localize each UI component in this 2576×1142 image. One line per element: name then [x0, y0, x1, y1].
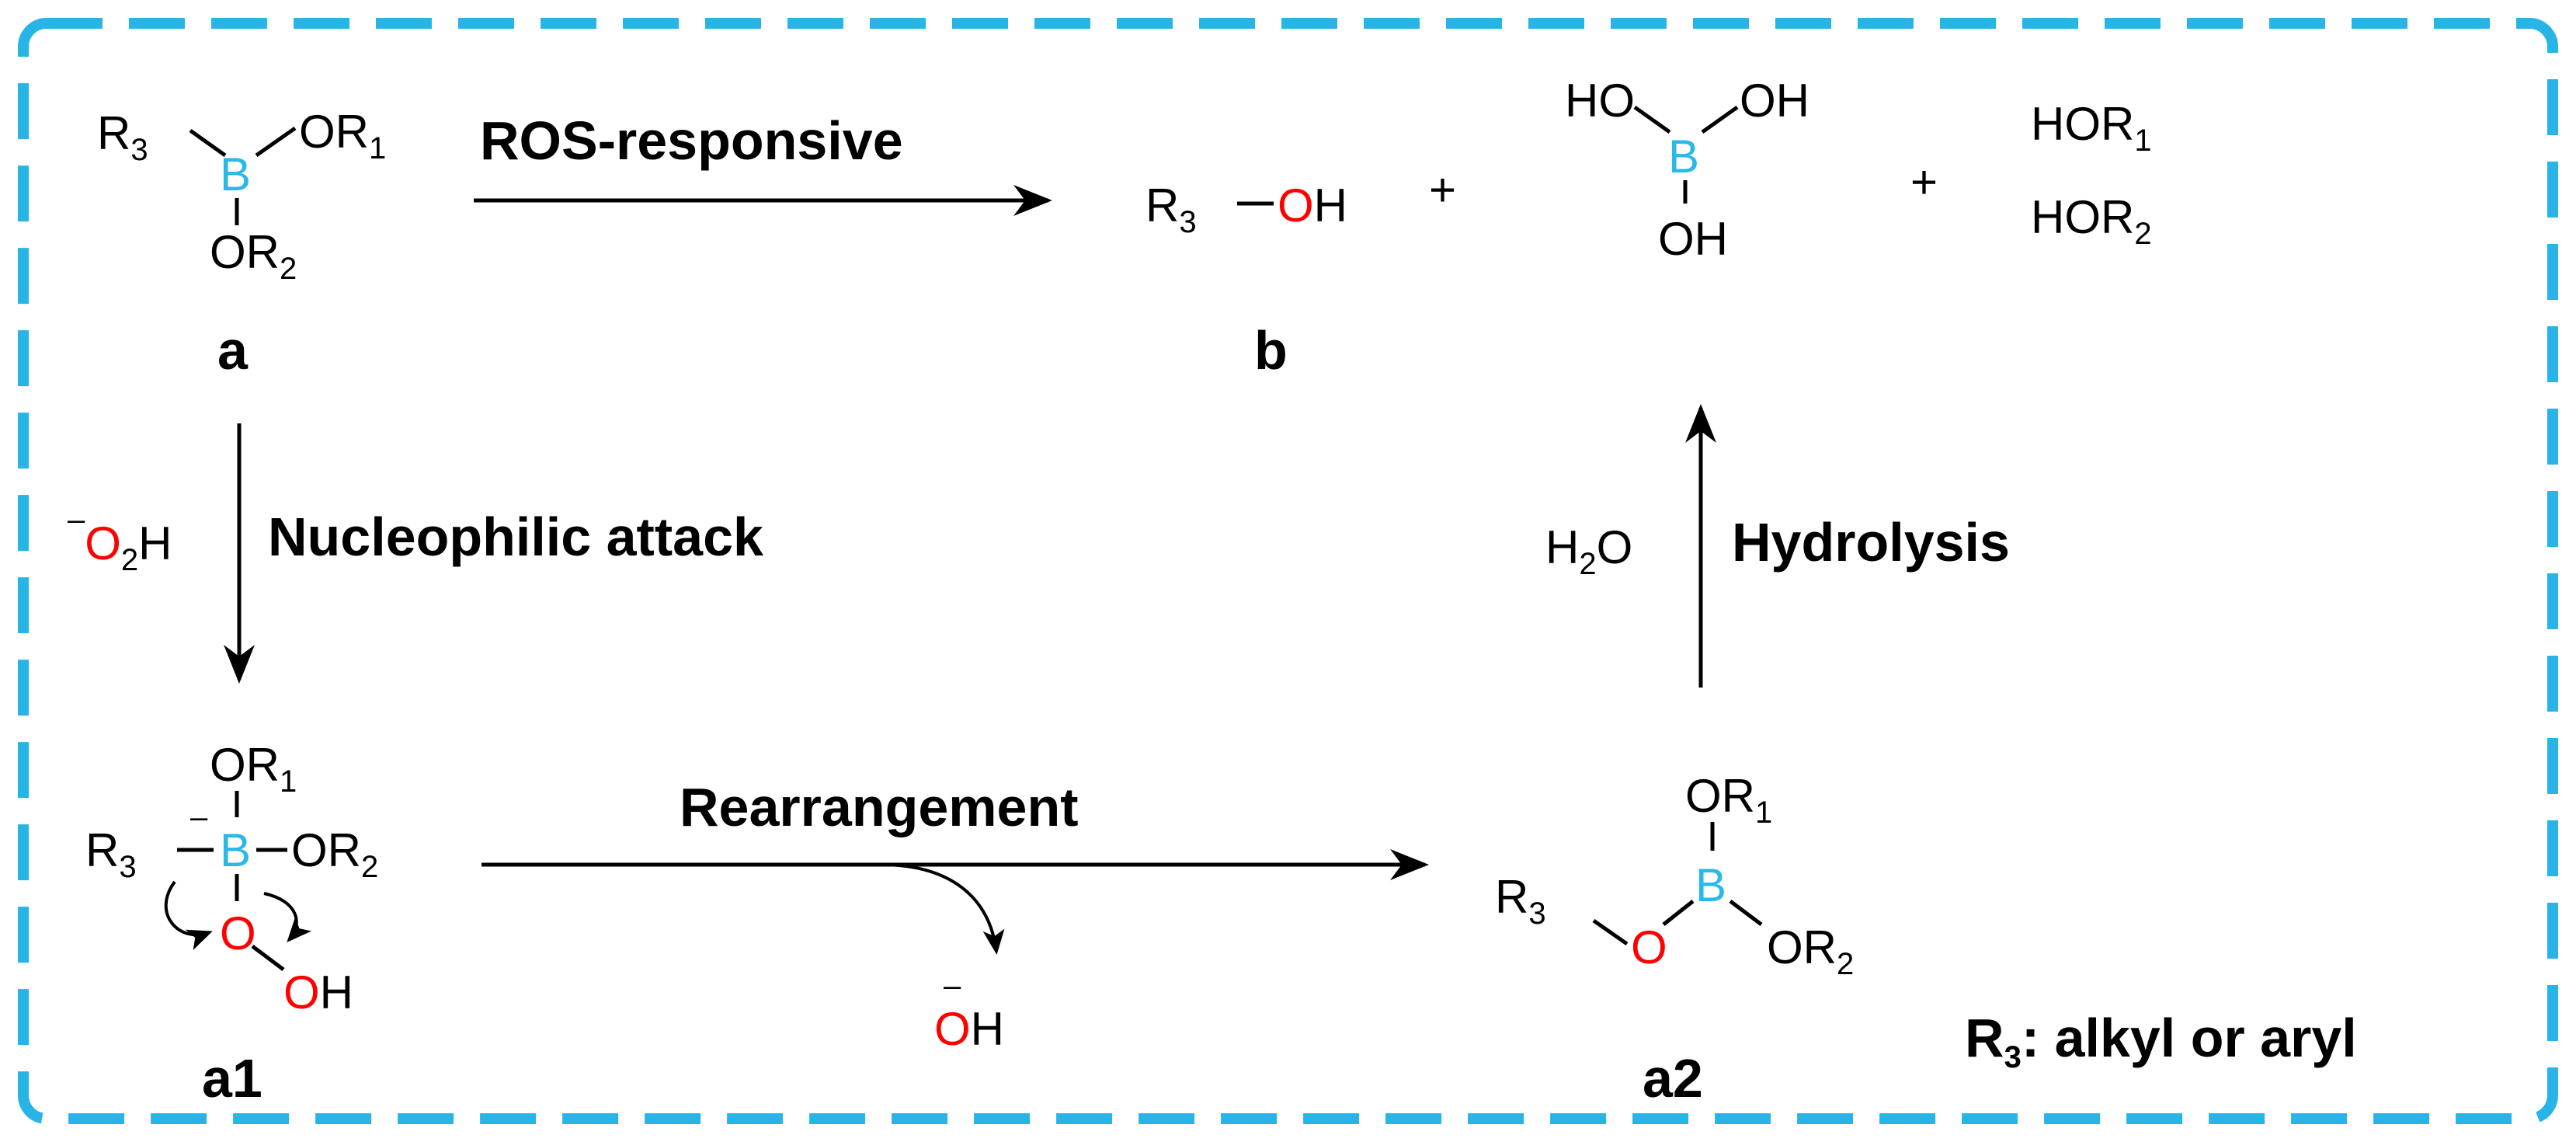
svg-text:R3: R3: [97, 107, 148, 167]
svg-text:O: O: [1631, 921, 1667, 973]
hor2: HOR2: [2031, 191, 2152, 251]
reagent-water: H2O: [1545, 521, 1632, 581]
svg-text:O: O: [220, 907, 256, 959]
svg-text:OR2: OR2: [1767, 921, 1854, 981]
boron-atom: B: [1695, 859, 1726, 911]
step-ros-responsive: ROS-responsive: [480, 110, 903, 171]
boric-acid: HO B OH OH: [1565, 75, 1809, 265]
intermediate-a2: OR1 B OR2 O R3 a2: [1495, 770, 1854, 1109]
svg-text:OR2: OR2: [210, 226, 297, 286]
svg-text:R3: R3: [1495, 871, 1546, 931]
r3-definition: R3: alkyl or aryl: [1965, 1008, 2357, 1074]
svg-text:OR1: OR1: [210, 739, 297, 799]
svg-text:OR1: OR1: [1685, 770, 1772, 830]
label-a2: a2: [1643, 1048, 1703, 1109]
label-a: a: [217, 320, 249, 381]
svg-text:HO: HO: [1565, 75, 1635, 127]
label-a1: a1: [202, 1048, 262, 1109]
boron-atom: B: [220, 148, 251, 200]
svg-text:R3: R3: [1145, 179, 1197, 239]
svg-text:OR2: OR2: [291, 824, 378, 884]
byproduct-hydroxide: –OH: [934, 969, 1004, 1055]
step-rearrangement: Rearrangement: [680, 777, 1079, 837]
intermediate-a1: OR1 – R3 B OR2 O OH a1: [85, 739, 378, 1109]
step-nucleophilic-attack: Nucleophilic attack: [268, 507, 763, 567]
plus-sign: +: [1429, 164, 1456, 216]
compound-a: R3 B OR1 OR2 a: [97, 106, 386, 381]
svg-text:OH: OH: [283, 966, 353, 1018]
label-b: b: [1254, 320, 1288, 381]
svg-text:OH: OH: [1658, 213, 1728, 265]
svg-text:R3: R3: [85, 824, 137, 884]
svg-text:–: –: [190, 800, 208, 834]
boron-atom: B: [220, 824, 251, 876]
reagent-hydroperoxide: –O2H: [68, 503, 172, 577]
boron-atom: B: [1668, 131, 1699, 183]
step-hydrolysis: Hydrolysis: [1732, 512, 2010, 573]
svg-text:OH: OH: [1740, 75, 1809, 127]
product-b: R3 OH b: [1145, 179, 1347, 381]
dashed-border: [18, 18, 2558, 1124]
svg-text:OH: OH: [1278, 179, 1347, 232]
hor1: HOR1: [2031, 98, 2152, 158]
plus-sign: +: [1910, 156, 1938, 208]
svg-text:OR1: OR1: [299, 106, 386, 165]
